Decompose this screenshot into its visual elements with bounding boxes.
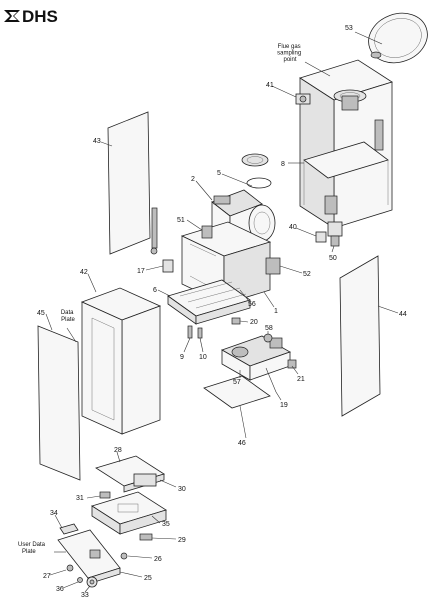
callout-2: 2 [191,176,195,183]
part-33-knob [86,576,98,588]
callout-flue-gas-sampling-point: Flue gas sampling point [277,44,303,63]
part-26-button [120,552,128,560]
part-17-fitting [162,259,174,273]
callout-57: 57 [233,379,241,386]
callout-36: 36 [56,586,64,593]
callout-1: 1 [274,308,278,315]
dhs-logo: DHS [4,7,58,26]
part-20-clip [231,317,241,325]
callout-43: 43 [93,138,101,145]
callout-41: 41 [266,82,274,89]
part-50-valve [327,221,343,247]
callout-20: 20 [250,319,258,326]
callout-5: 5 [217,170,221,177]
callout-35: 35 [162,521,170,528]
part-35-control-box [91,491,167,535]
part-6-burner-tray [167,279,251,325]
callout-31: 31 [76,495,84,502]
callout-58: 58 [265,325,273,332]
callout-28: 28 [114,447,122,454]
part-46-lower-panel [203,375,271,409]
part-29-connector [139,533,153,541]
part-41-bracket [295,93,311,105]
callout-56: 56 [248,301,256,308]
callout-9: 9 [180,354,184,361]
part-53-expansion-vessel [368,12,428,64]
callout-26: 26 [154,556,162,563]
part-51-bracket [201,225,213,239]
part-5-flue-ring [241,153,272,189]
part-19-pipe [265,367,277,393]
part-43-side-panel [107,111,151,255]
callout-52: 52 [303,271,311,278]
part-45-front-door [37,325,81,481]
callout-6: 6 [153,287,157,294]
callout-17: 17 [137,268,145,275]
part-36-fitting [77,577,83,583]
part-28-control-cover [95,455,165,493]
callout-46: 46 [238,440,246,447]
callout-34: 34 [50,510,58,517]
callout-27: 27 [43,573,51,580]
pipe-near-43 [150,207,158,255]
callout-45: 45 [37,310,45,317]
callout-25: 25 [144,575,152,582]
callout-8: 8 [281,161,285,168]
part-8-chassis [299,59,393,229]
callout-29: 29 [178,537,186,544]
callout-50: 50 [329,255,337,262]
callout-10: 10 [199,354,207,361]
callout-19: 19 [280,402,288,409]
part-10-electrode [197,327,203,339]
part-58-fitting [263,333,273,343]
callout-44: 44 [399,311,407,318]
part-9-electrode [187,325,193,339]
callout-53: 53 [345,25,353,32]
part-21-fitting [287,359,297,369]
leader-lines [45,31,399,593]
dhs-brand-icon [4,10,20,22]
callout-data-plate: Data Plate [61,310,76,323]
part-31-cable-clip [99,491,111,499]
callout-42: 42 [80,269,88,276]
callout-51: 51 [177,217,185,224]
callout-21: 21 [297,376,305,383]
callout-40: 40 [289,224,297,231]
part-44-side-panel [339,255,381,417]
logo-text: DHS [22,7,58,26]
part-25-facia-panel [57,529,121,585]
callout-labels: 53 Flue gas sampling point 41 43 8 2 5 5… [18,25,407,599]
part-42-front-casing [80,287,162,435]
part-40-sensor [315,231,327,243]
part-27-knob [66,564,74,572]
part-34-bezel [59,523,79,535]
callout-33: 33 [81,592,89,599]
callout-30: 30 [178,486,186,493]
part-57-pump-assembly [221,335,291,381]
callout-user-data-plate: User Data Plate [18,542,47,555]
